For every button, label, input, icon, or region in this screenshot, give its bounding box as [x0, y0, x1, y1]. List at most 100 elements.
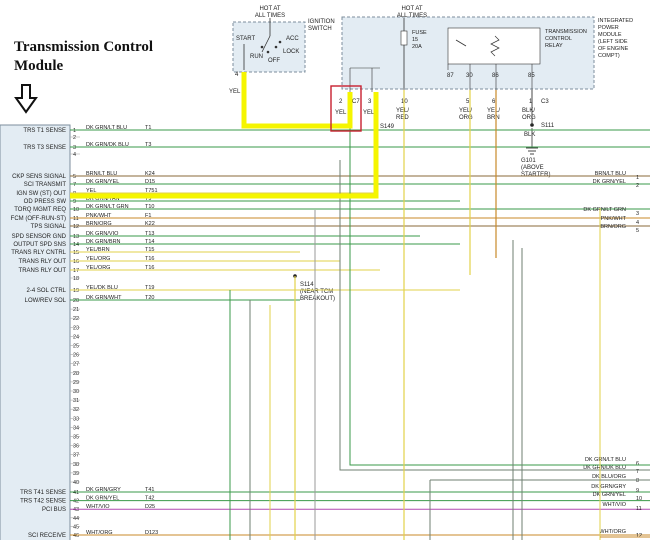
- ipm-pin-5: 5: [466, 99, 470, 105]
- tcm-pin-number: 27: [73, 362, 79, 368]
- tcm-wire-color: YEL/ORG: [86, 256, 110, 262]
- tcm-pin-row: 18: [70, 276, 80, 282]
- relay-pin-30: 30: [466, 73, 473, 79]
- tcm-pin-number: 39: [73, 471, 79, 477]
- relay-switch-icon: [455, 39, 467, 47]
- splice-s114: S114: [300, 282, 314, 288]
- tcm-pin-row: 30: [70, 389, 80, 395]
- ipm-name-2: POWER: [598, 25, 619, 31]
- ipm-connector-c3: C3: [541, 99, 549, 105]
- highlight-marker-box: [330, 85, 362, 132]
- tcm-pin-row: 35: [70, 435, 80, 441]
- relay-name-2: CONTROL: [545, 36, 572, 42]
- tcm-circuit-code: T16: [145, 256, 154, 262]
- tcm-pin-row: 32: [70, 407, 80, 413]
- tcm-pin-number: 20: [73, 298, 79, 304]
- tcm-pin-label: CKP SENS SIGNAL: [12, 174, 67, 180]
- wire-label-blk: BLK: [524, 132, 535, 138]
- ignition-run-label: RUN: [250, 54, 263, 60]
- right-connector-row: WHT/VIO 11: [602, 502, 641, 512]
- tcm-pin-row: 33: [70, 416, 80, 422]
- ignition-off-label: OFF: [268, 58, 280, 64]
- right-pin-number: 11: [636, 506, 642, 512]
- relay-name-1: TRANSMISSION: [545, 29, 587, 35]
- tcm-circuit-code: T9: [145, 196, 151, 202]
- ignition-switch: HOT AT ALL TIMES IGNITION SWITCH START A…: [229, 6, 335, 95]
- tcm-pin-row: 4: [70, 152, 80, 158]
- tcm-circuit-code: D15: [145, 179, 155, 185]
- tcm-circuit-code: T13: [145, 231, 154, 237]
- tcm-pin-number: 42: [73, 499, 79, 505]
- integrated-power-module: HOT AT ALL TIMES INTEGRATED POWER MODULE…: [341, 6, 633, 92]
- ipm-name-6: COMPT): [598, 53, 620, 59]
- highlighted-ign-circuit: [70, 72, 379, 199]
- right-wire-color: DK GRN/LT GRN: [583, 207, 626, 213]
- tcm-circuit-code: T15: [145, 247, 154, 253]
- ignition-switch-box: [232, 21, 306, 73]
- ignition-acc-label: ACC: [286, 36, 299, 42]
- tcm-circuit-code: T10: [145, 204, 154, 210]
- wire-label-yel-red: YEL/: [396, 108, 409, 114]
- tcm-pin-row: 29: [70, 380, 80, 386]
- tcm-circuit-code: T16: [145, 265, 154, 271]
- right-wire-color: DK GRN/YEL: [593, 492, 626, 498]
- tcm-pin-row: 31: [70, 398, 80, 404]
- tcm-pin-number: 32: [73, 407, 79, 413]
- tcm-pin-label: TRS T3 SENSE: [23, 145, 66, 151]
- right-wire-color: WHT/VIO: [602, 502, 626, 508]
- tcm-pin-label: TRANS RLY CNTRL: [11, 250, 66, 256]
- wire-label-yel-brn: YEL/: [487, 108, 500, 114]
- splice-s149: S149: [380, 124, 395, 130]
- fuse-amperage: 20A: [412, 44, 422, 50]
- tcm-pin-number: 3: [73, 145, 76, 151]
- tcm-pin-label: 2-4 SOL CTRL: [27, 288, 67, 294]
- relay-coil-icon: [490, 35, 500, 57]
- tcm-pin-number: 11: [73, 216, 79, 222]
- tcm-circuit-code: T3: [145, 142, 151, 148]
- tcm-pin-label: LOW/REV SOL: [25, 298, 67, 304]
- tcm-pin-row: 22: [70, 316, 80, 322]
- ipm-connector-pins: 2 C7 3 10 5 6 1 C3 YEL YEL YEL/ RED YEL/…: [335, 99, 549, 138]
- tcm-pin-number: 26: [73, 353, 79, 359]
- tcm-pin-number: 35: [73, 435, 79, 441]
- relay-pin-86: 86: [492, 73, 499, 79]
- right-wire-color: DK GRN/YEL: [593, 179, 626, 185]
- tcm-pin-number: 14: [73, 242, 79, 248]
- tcm-wire-color: DK GRN/WHT: [86, 295, 122, 301]
- wire-label-blk-org-2: ORG: [522, 115, 536, 121]
- tcm-pin-number: 10: [73, 207, 79, 213]
- tcm-pin-number: 24: [73, 334, 79, 340]
- ignition-start-label: START: [236, 36, 255, 42]
- tcm-pin-row: 28: [70, 371, 80, 377]
- right-wire-color: DK GRN/GRY: [591, 484, 626, 490]
- tcm-wire-color: DK GRN/BRN: [86, 239, 121, 245]
- tcm-pin-label: SPD SENSOR GND: [12, 234, 67, 240]
- highlight-wire-tcm-pin8: [70, 92, 379, 199]
- right-pin-number: 1: [636, 175, 639, 181]
- tcm-pin-number: 7: [73, 182, 76, 188]
- tcm-pin-label: PCI BUS: [42, 507, 66, 513]
- tcm-wire-color: WHT/ORG: [86, 530, 113, 536]
- ipm-name-3: MODULE: [598, 32, 622, 38]
- ground-g101: G101 (ABOVE STARTER): [521, 128, 550, 178]
- tcm-circuit-code: T1: [145, 125, 151, 131]
- tcm-pin-row: 2: [70, 135, 80, 141]
- tcm-pin-number: 22: [73, 316, 79, 322]
- tcm-pin-number: 23: [73, 325, 79, 331]
- tcm-wire-color: DK GRN/LT GRN: [86, 204, 129, 210]
- tcm-wire-color: DK GRN/GRY: [86, 487, 121, 493]
- ipm-name-1: INTEGRATED: [598, 18, 633, 24]
- tcm-wire-color: YEL: [86, 188, 96, 194]
